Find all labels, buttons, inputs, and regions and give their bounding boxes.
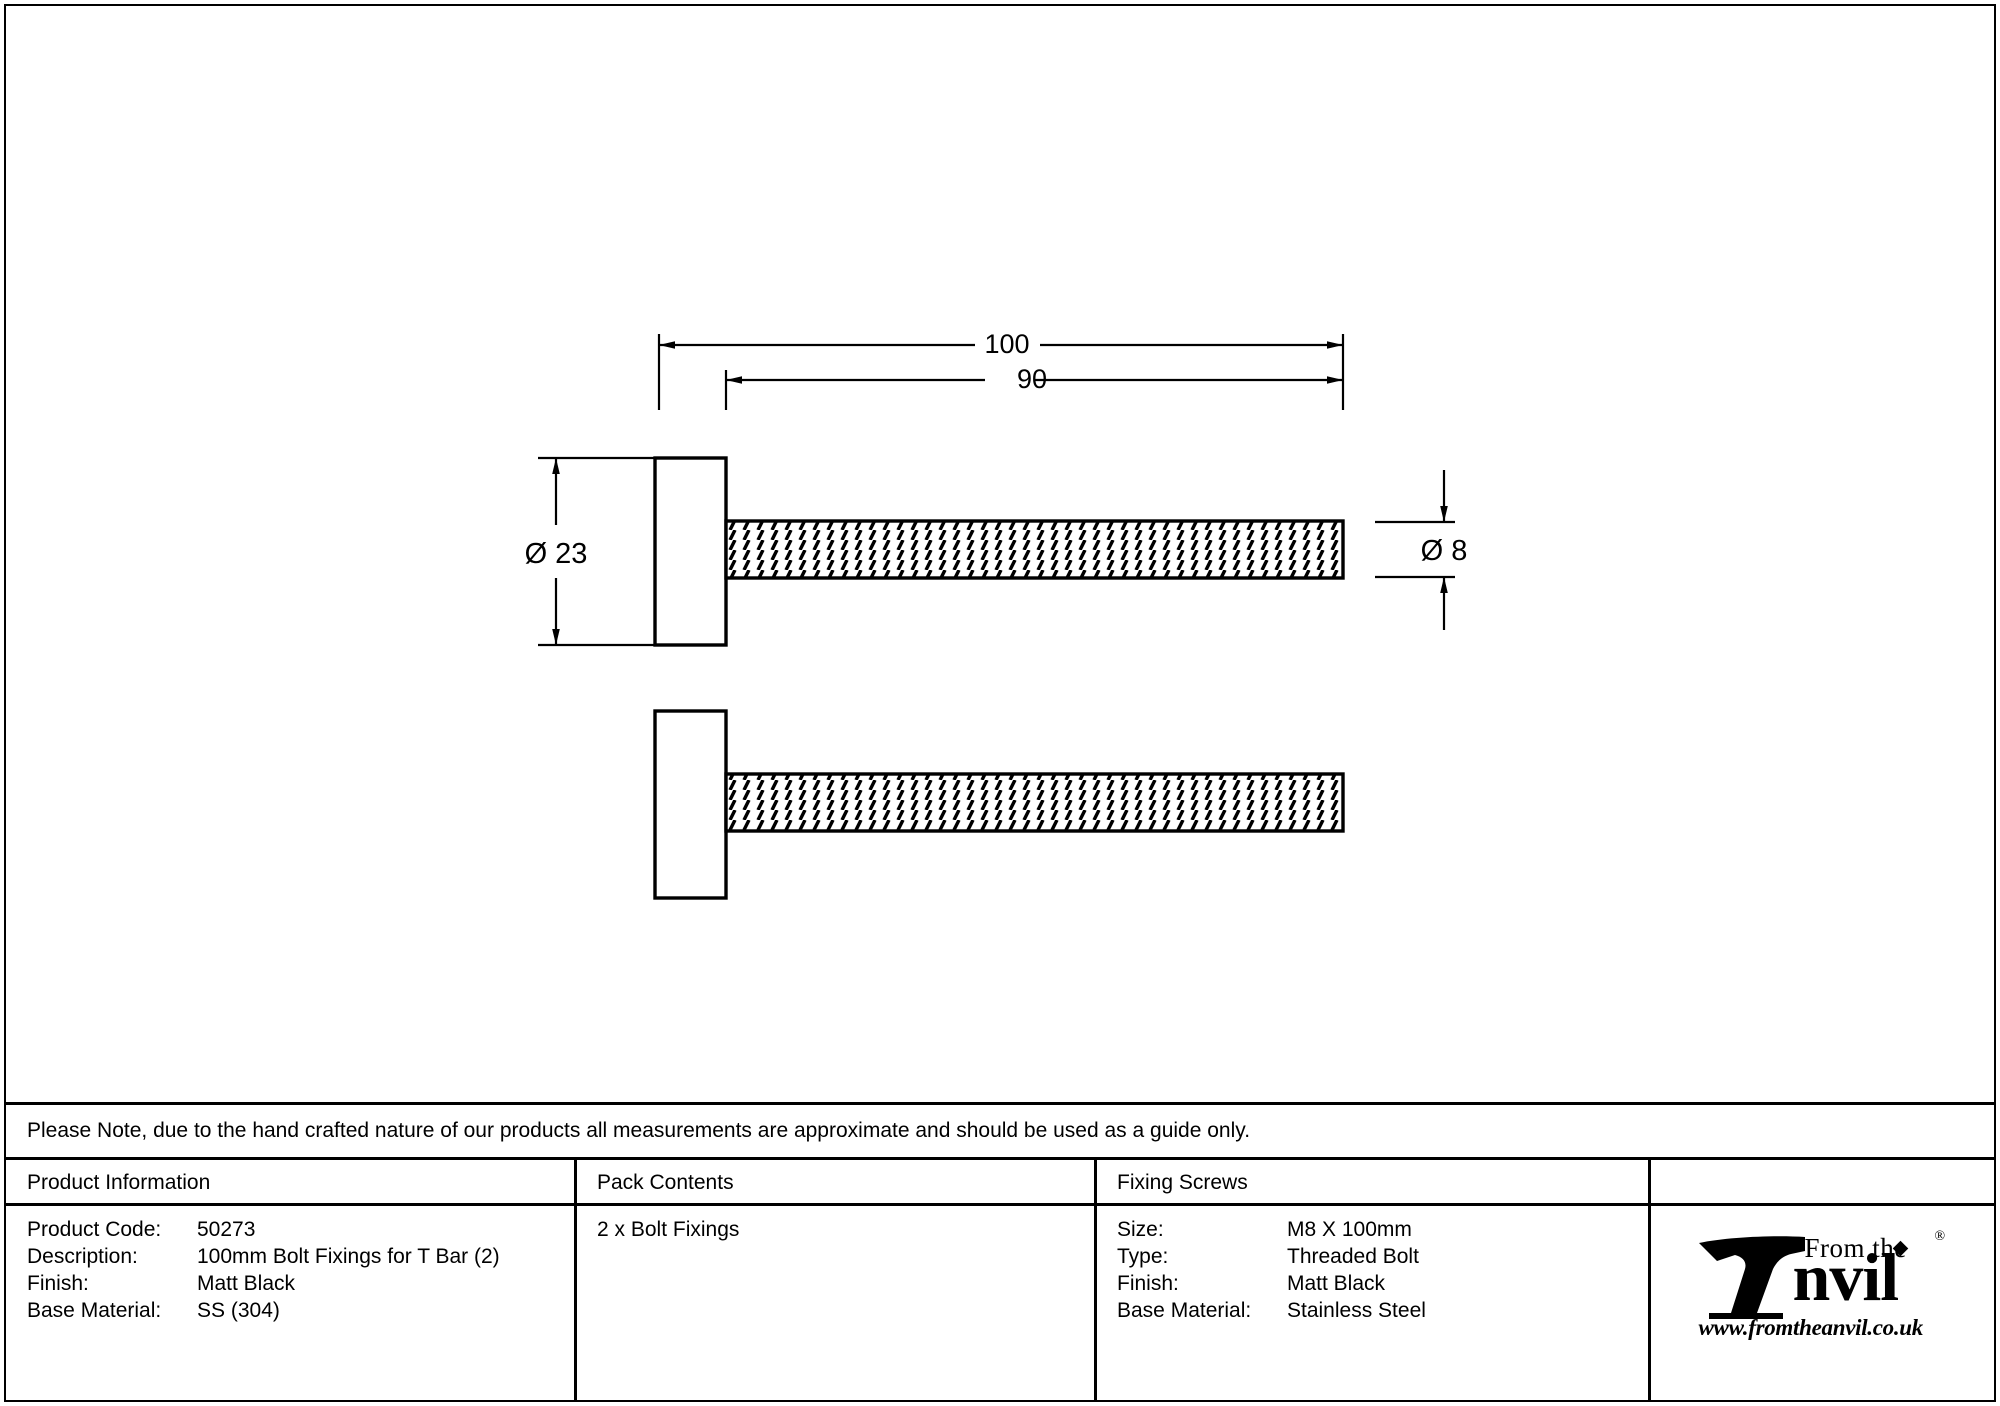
spec-row-finish: Finish: Matt Black — [27, 1272, 567, 1299]
spec-row-product-code: Product Code: 50273 — [27, 1218, 567, 1245]
spec-value: M8 X 100mm — [1287, 1218, 1412, 1241]
spec-value: Matt Black — [197, 1272, 296, 1295]
column-divider-2 — [1094, 1160, 1097, 1402]
drawing-area: 100 90 Ø 23 — [525, 329, 1467, 900]
dimension-head-diameter-label: Ø 23 — [525, 538, 588, 570]
note-text: Please Note, due to the hand crafted nat… — [27, 1119, 1251, 1142]
fixing-screws-list: Size: M8 X 100mm Type: Threaded Bolt Fin… — [1117, 1218, 1637, 1326]
column-divider-3 — [1648, 1160, 1651, 1402]
bolt-lower — [653, 709, 1345, 900]
spec-row-base-material: Base Material: SS (304) — [27, 1299, 567, 1326]
bolt-upper-head — [653, 456, 728, 647]
dimension-shaft-diameter-label: Ø 8 — [1421, 535, 1468, 567]
spec-row-type: Type: Threaded Bolt — [1117, 1245, 1637, 1272]
spec-key: Description: — [27, 1245, 138, 1268]
dimension-shaft-diameter: Ø 8 — [1375, 470, 1467, 630]
logo-website-url: www.fromtheanvil.co.uk — [1698, 1315, 1924, 1340]
bolt-upper-shaft — [724, 519, 1345, 580]
logo-from-the-text: From the — [1804, 1233, 1907, 1263]
product-info-table: Please Note, due to the hand crafted nat… — [5, 1102, 1995, 1402]
header-product-information: Product Information — [27, 1171, 211, 1194]
pack-contents-item: 2 x Bolt Fixings — [597, 1218, 740, 1241]
sheet-border — [4, 4, 1996, 1402]
table-header-row — [5, 1160, 1995, 1206]
bolt-lower-shaft — [724, 772, 1345, 833]
spec-key: Finish: — [27, 1272, 89, 1295]
spec-key: Base Material: — [1117, 1299, 1252, 1322]
spec-row-finish: Finish: Matt Black — [1117, 1272, 1637, 1299]
spec-value: Stainless Steel — [1287, 1299, 1426, 1322]
spec-row-base-material: Base Material: Stainless Steel — [1117, 1299, 1637, 1326]
dimension-90: 90 — [724, 364, 1343, 410]
spec-key: Size: — [1117, 1218, 1164, 1241]
dimension-head-diameter: Ø 23 — [525, 456, 655, 647]
bolt-lower-head — [653, 709, 728, 900]
spec-key: Finish: — [1117, 1272, 1179, 1295]
dimension-90-label: 90 — [1017, 364, 1047, 394]
header-fixing-screws: Fixing Screws — [1117, 1171, 1248, 1194]
bolt-upper — [653, 456, 1345, 647]
brand-logo: From the nvil ® www.fromtheanvil.co.uk — [1687, 1221, 1957, 1341]
spec-row-description: Description: 100mm Bolt Fixings for T Ba… — [27, 1245, 567, 1272]
spec-value: 50273 — [197, 1218, 256, 1241]
spec-value: Matt Black — [1287, 1272, 1386, 1295]
logo-anvil-text: nvil — [1792, 1239, 1900, 1315]
anvil-icon — [1698, 1236, 1805, 1319]
brand-logo-cell: From the nvil ® www.fromtheanvil.co.uk — [1648, 1160, 1995, 1402]
note-row: Please Note, due to the hand crafted nat… — [5, 1102, 1995, 1160]
table-columns: Product Information Pack Contents Fixing… — [5, 1160, 1995, 1402]
spec-key: Product Code: — [27, 1218, 162, 1241]
spec-value: Threaded Bolt — [1287, 1245, 1419, 1268]
bolt-drawing-svg: 100 90 Ø 23 — [525, 329, 1467, 900]
spec-row-size: Size: M8 X 100mm — [1117, 1218, 1637, 1245]
registered-trademark-icon: ® — [1934, 1229, 1946, 1244]
spec-value: SS (304) — [197, 1299, 280, 1322]
dimension-100: 100 — [657, 329, 1345, 410]
spec-key: Base Material: — [27, 1299, 162, 1322]
column-divider-1 — [574, 1160, 577, 1402]
header-pack-contents: Pack Contents — [597, 1171, 734, 1194]
spec-value: 100mm Bolt Fixings for T Bar (2) — [197, 1245, 500, 1268]
dimension-100-label: 100 — [984, 329, 1029, 359]
product-information-list: Product Code: 50273 Description: 100mm B… — [27, 1218, 567, 1326]
spec-key: Type: — [1117, 1245, 1169, 1268]
